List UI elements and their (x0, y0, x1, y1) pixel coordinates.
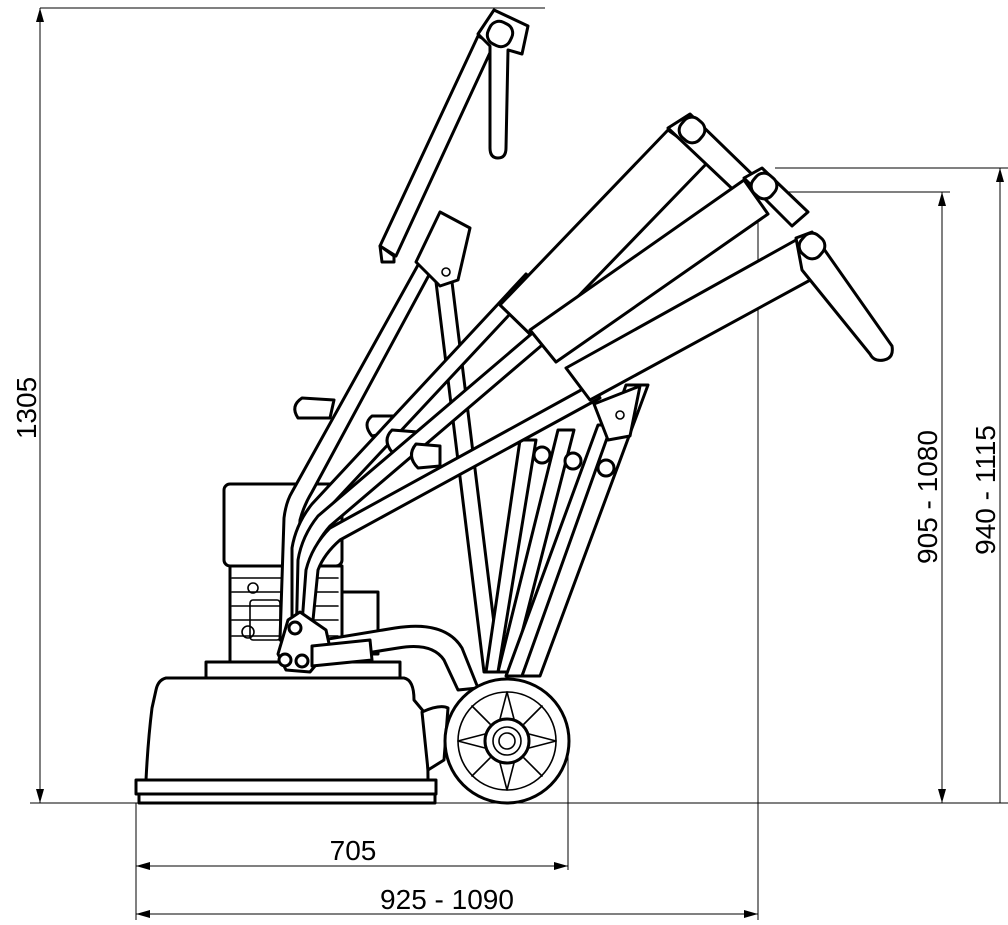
wheel (443, 677, 571, 805)
base-length-label: 705 (330, 835, 377, 866)
handle-position-low (298, 230, 894, 652)
handle-height-high-label: 940 - 1115 (970, 425, 1001, 555)
dimension-lines (30, 7, 1008, 920)
handle-height-low-label: 905 - 1080 (912, 430, 943, 564)
total-height-label: 1305 (11, 377, 42, 439)
handle-position-2 (290, 112, 762, 647)
floor-grinder (134, 8, 894, 805)
support-legs (434, 280, 650, 678)
grinding-head (134, 660, 450, 805)
overall-length-label: 925 - 1090 (380, 884, 514, 915)
handle-hinge (276, 610, 374, 674)
